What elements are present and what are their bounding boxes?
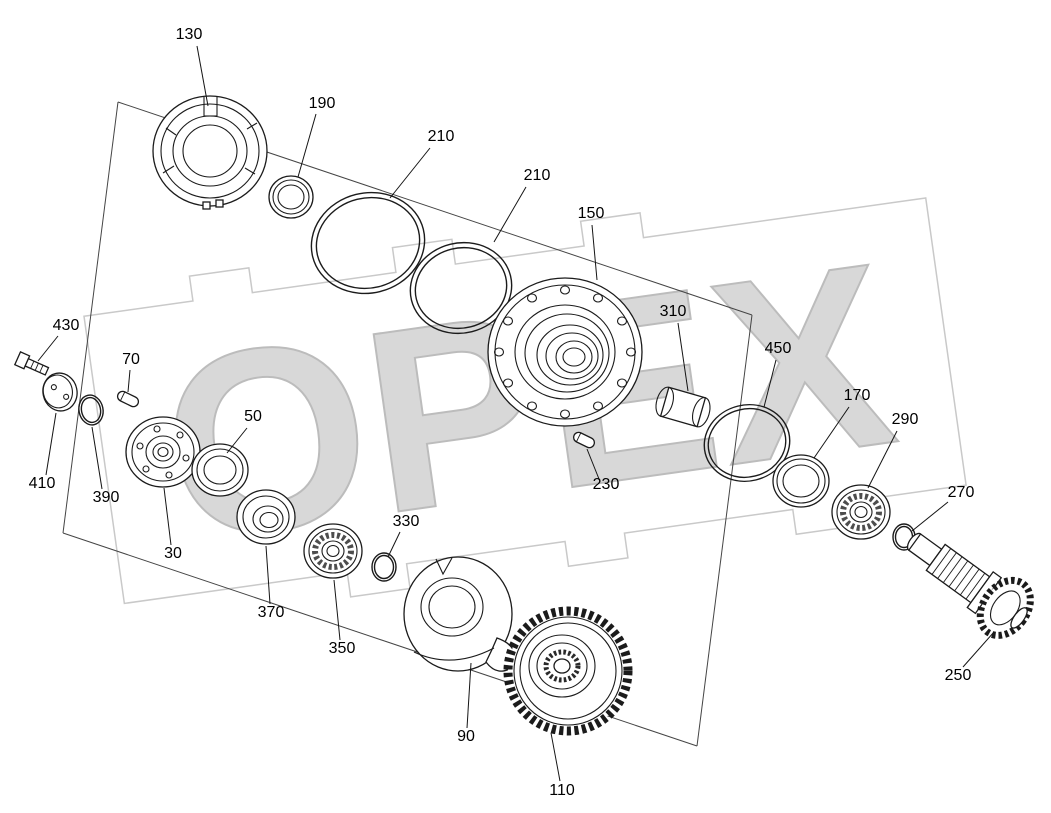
leader-line-370	[265, 545, 271, 605]
part-110-gear	[503, 606, 633, 736]
leader-line-210a	[389, 147, 431, 199]
leader-line-30	[163, 487, 172, 546]
part-label-230: 230	[593, 476, 620, 493]
leader-line-350	[333, 579, 341, 641]
leader-line-310	[677, 322, 689, 392]
part-450-oring	[703, 403, 791, 483]
part-label-90: 90	[457, 728, 475, 745]
part-290-bearing	[831, 484, 891, 540]
part-label-170: 170	[844, 387, 871, 404]
part-70-pin	[116, 390, 140, 408]
part-350-bearing	[303, 523, 363, 579]
leader-line-150	[591, 224, 598, 281]
leader-line-430	[37, 335, 59, 362]
part-30-hub-flange	[125, 416, 201, 488]
part-label-250: 250	[945, 667, 972, 684]
leader-line-450	[763, 359, 777, 408]
leader-line-290	[867, 430, 898, 489]
leader-line-330	[387, 531, 401, 558]
leader-line-70	[127, 369, 131, 393]
part-label-330: 330	[393, 513, 420, 530]
frame-edge-left	[62, 101, 119, 534]
part-label-430: 430	[53, 317, 80, 334]
part-label-150: 150	[578, 205, 605, 222]
leader-line-410	[45, 412, 57, 476]
part-label-450: 450	[765, 340, 792, 357]
leader-line-50	[226, 427, 248, 454]
part-label-50: 50	[244, 408, 262, 425]
part-label-390: 390	[93, 489, 120, 506]
part-label-190: 190	[309, 95, 336, 112]
part-190-ring	[268, 175, 314, 219]
part-label-70: 70	[122, 351, 140, 368]
part-430-bolt	[13, 351, 50, 376]
frame-edge-right	[696, 314, 753, 747]
part-label-30: 30	[164, 545, 182, 562]
part-label-110: 110	[549, 782, 575, 799]
leader-line-170	[813, 406, 850, 459]
part-label-350: 350	[329, 640, 356, 657]
part-50-ring	[191, 443, 249, 497]
leader-line-190	[297, 113, 317, 178]
leader-line-210b	[493, 186, 527, 243]
leader-line-90	[466, 662, 472, 729]
part-label-130: 130	[176, 26, 203, 43]
part-170-ring	[772, 454, 830, 508]
part-390-oring	[78, 394, 104, 426]
leader-lines	[37, 45, 995, 782]
part-labels: 130 190 210 210 150 310 450 170 290 270 …	[29, 26, 975, 799]
part-label-270: 270	[948, 484, 975, 501]
part-label-310: 310	[660, 303, 687, 320]
leader-line-130	[196, 45, 209, 107]
part-150-hub	[487, 277, 643, 427]
part-label-290: 290	[892, 411, 919, 428]
part-310-spacer	[655, 386, 711, 428]
part-210-oring-a	[310, 191, 426, 295]
leader-line-390	[91, 426, 103, 490]
leader-line-230	[586, 448, 600, 480]
leader-line-250	[962, 631, 995, 668]
part-410-plate	[42, 372, 78, 412]
part-250-pinion-shaft	[906, 532, 1034, 639]
part-label-210a: 210	[428, 128, 455, 145]
part-label-410: 410	[29, 475, 56, 492]
part-230-pin	[572, 431, 596, 449]
part-label-210b: 210	[524, 167, 551, 184]
leader-line-110	[550, 732, 561, 782]
part-90-carrier	[403, 556, 516, 672]
part-210-oring-b	[409, 241, 513, 335]
part-label-370: 370	[258, 604, 285, 621]
part-370-race	[236, 489, 296, 545]
part-130-brake-disc	[152, 95, 268, 210]
leader-line-270	[911, 501, 949, 532]
watermark-border	[83, 197, 967, 605]
part-330-snap-ring	[371, 552, 397, 582]
